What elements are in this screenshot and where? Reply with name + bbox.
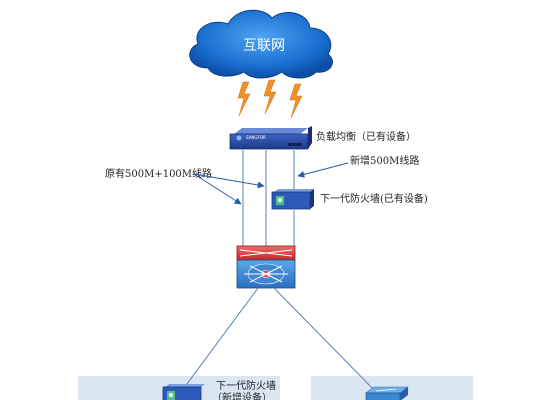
existing-lines-label: 原有500M+100M线路 <box>105 167 212 180</box>
new-line-arrow <box>297 162 349 178</box>
new-line-label: 新增500M线路 <box>350 154 419 167</box>
load-balancer-label: 负载均衡（已有设备） <box>316 130 416 143</box>
existing-line-arrow-1 <box>193 173 242 205</box>
cloud-label: 互联网 <box>243 38 285 54</box>
firewall-bottom-device <box>162 384 205 400</box>
load-balancer-device: SANGFOR <box>229 126 312 150</box>
lightning-icon-group <box>237 79 303 119</box>
existing-line-arrow-2 <box>193 173 265 189</box>
firewall-top-label: 下一代防火墙(已有设备) <box>320 192 428 205</box>
internet-cloud: 互联网 <box>189 9 333 79</box>
core-switch-device <box>236 245 296 289</box>
downlink-right <box>273 287 381 397</box>
lightning-icon <box>289 83 303 119</box>
firewall-bottom-label-1: 下一代防火墙 <box>216 379 276 392</box>
firewall-bottom-label-2: （新增设备） <box>212 391 272 400</box>
load-balancer-brand: SANGFOR <box>246 135 266 140</box>
lightning-icon <box>263 79 277 115</box>
lightning-icon <box>237 81 251 117</box>
firewall-top-device <box>271 189 314 210</box>
downlink-left <box>177 287 259 397</box>
access-switch-device <box>365 386 409 400</box>
